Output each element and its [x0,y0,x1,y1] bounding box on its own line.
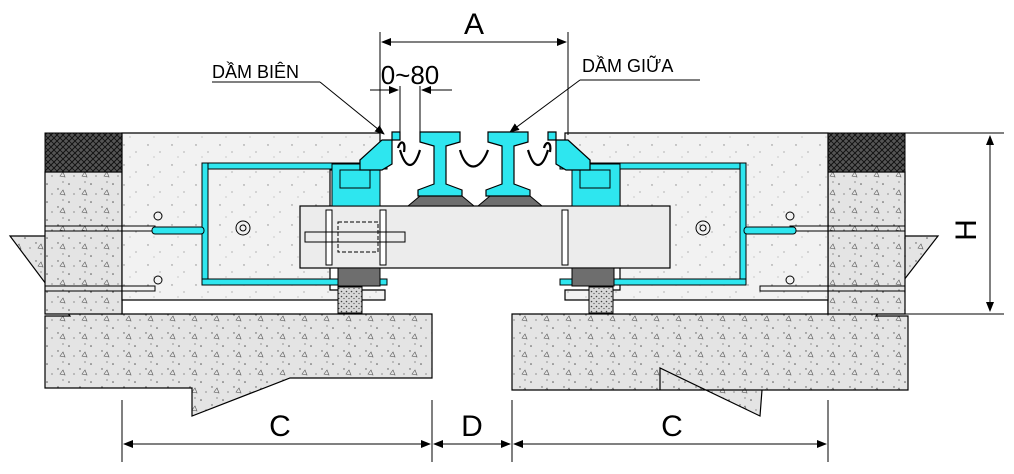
edge-beam-leader [212,81,385,135]
edge-beam-left [359,131,401,171]
asphalt-right [827,132,906,173]
dimension-bottom [121,400,829,462]
dimension-h-label: H [950,219,983,241]
middle-beam-label: DẦM GIỮA [582,55,673,76]
anchor-bars-left [44,211,163,292]
grout-pad-right [588,286,614,314]
support-box-right [559,162,797,286]
middle-beam-2 [485,131,531,197]
middle-beam-leader [509,79,700,133]
dimension-gap [370,86,452,140]
rubber-seals [396,141,552,168]
dimension-d-label: D [461,410,483,443]
deck-left [44,171,123,315]
dimension-c-left-label: C [269,410,291,443]
support-bar [299,205,671,269]
dimension-a [379,32,569,135]
dimension-c-right-label: C [661,410,683,443]
deck-right [827,171,906,315]
bearings [331,163,621,287]
dimension-a-label: A [464,8,484,41]
edge-beam-label: DẦM BIÊN [212,61,299,82]
asphalt-left [44,132,123,173]
edge-beam-right [547,131,591,171]
middle-beam-1 [417,131,463,197]
dimension-h [880,132,1004,315]
grout-pad-left [337,286,363,314]
gap-range-label: 0~80 [381,60,440,90]
